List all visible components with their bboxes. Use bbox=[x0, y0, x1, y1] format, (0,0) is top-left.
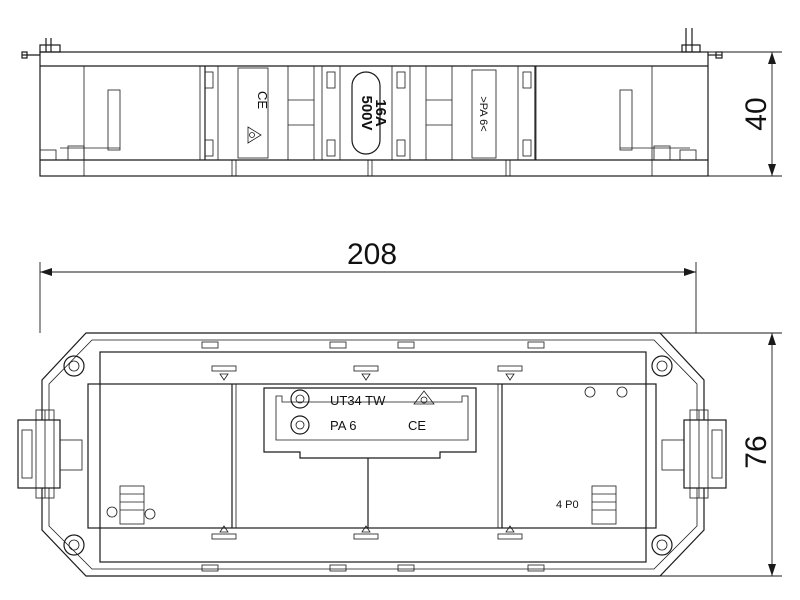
model-label: UT34 TW bbox=[330, 393, 386, 408]
top-view: UT34 TW PA 6 CE 4 P0 bbox=[17, 332, 727, 577]
right-clamp bbox=[661, 409, 727, 499]
clip-markers-top bbox=[211, 365, 523, 381]
dimension-40: 40 bbox=[708, 51, 782, 177]
clip-columns bbox=[199, 65, 537, 161]
dimension-76: 76 bbox=[660, 332, 782, 577]
dimension-208: 208 bbox=[39, 238, 697, 333]
dimension-208-label: 208 bbox=[347, 238, 397, 271]
part-mark: 4 P0 bbox=[556, 499, 579, 511]
side-view: CE 500V 16A >PA 6< bbox=[21, 28, 723, 177]
material-label: PA 6 bbox=[330, 418, 357, 433]
dimension-76-label: 76 bbox=[740, 435, 773, 468]
approval-triangle-icon bbox=[247, 126, 262, 144]
rating-oval bbox=[351, 71, 381, 155]
ce-label-panel bbox=[237, 67, 269, 159]
side-material-mark: >PA 6< bbox=[477, 96, 489, 131]
left-clamp bbox=[17, 409, 83, 499]
screw-icon bbox=[63, 355, 673, 556]
side-ce-mark: CE bbox=[255, 91, 270, 109]
material-label-panel bbox=[471, 69, 497, 159]
outer-frame bbox=[41, 332, 705, 577]
clip-markers-bottom bbox=[211, 525, 523, 540]
rating-voltage: 500V bbox=[358, 95, 375, 130]
left-bay-detail bbox=[106, 485, 156, 525]
right-bay-detail: 4 P0 bbox=[556, 386, 628, 525]
approval-triangle-icon bbox=[413, 390, 435, 405]
module-bay-frame bbox=[87, 383, 657, 529]
top-ce-mark: CE bbox=[408, 418, 426, 433]
dimension-40-label: 40 bbox=[740, 97, 773, 130]
center-terminal: UT34 TW PA 6 CE bbox=[263, 387, 477, 459]
rating-current: 16A bbox=[372, 99, 389, 127]
